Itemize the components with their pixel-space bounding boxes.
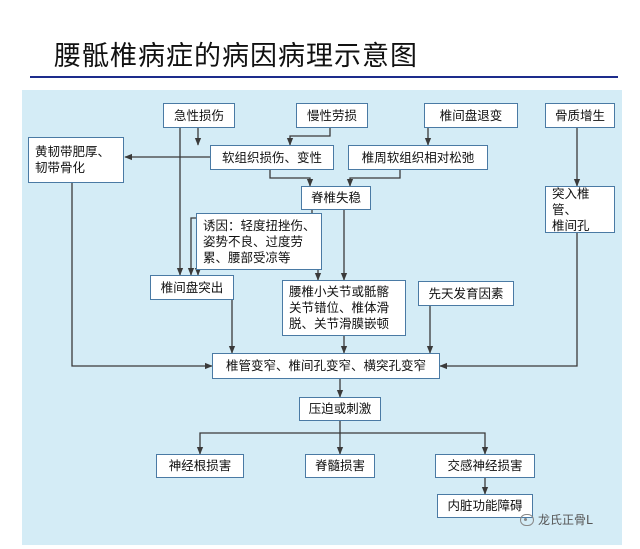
arrow-protrude-to-stenosis [439, 233, 578, 370]
box-inducement: 诱因：轻度扭挫伤、 姿势不良、过度劳 累、腰部受凉等 [196, 213, 322, 270]
box-visceral: 内脏功能障碍 [437, 494, 533, 518]
wechat-icon [520, 513, 534, 526]
box-spinal-cord: 脊髓损害 [305, 454, 375, 478]
box-disc-degeneration: 椎间盘退变 [424, 103, 518, 128]
box-protrude-canal: 突入椎管、 椎间孔 [545, 186, 615, 233]
box-ligament: 黄韧带肥厚、 韧带骨化 [28, 137, 124, 183]
box-acute-injury: 急性损伤 [163, 103, 235, 128]
title-divider [30, 76, 618, 78]
diagram-title: 腰骶椎病症的病因病理示意图 [54, 41, 418, 72]
box-chronic-strain: 慢性劳损 [296, 103, 368, 128]
arrow-ligament-to-stenosis [71, 183, 213, 370]
box-spinal-instability: 脊椎失稳 [301, 186, 371, 210]
arrow-to-symp [340, 432, 489, 455]
watermark: 龙氏正骨L [520, 511, 593, 528]
arrow-soft-to-unstable [269, 170, 314, 187]
arrow-chronic-to-soft [286, 128, 331, 146]
box-sympathetic: 交感神经损害 [435, 454, 535, 478]
box-disc-herniation: 椎间盘突出 [150, 275, 234, 300]
arrow-to-root [196, 432, 340, 455]
box-bone-hyperplasia: 骨质增生 [545, 103, 615, 128]
box-compression: 压迫或刺激 [299, 397, 381, 421]
box-soft-tissue-injury: 软组织损伤、变性 [210, 145, 334, 170]
box-facet-disorder: 腰椎小关节或骶髂 关节错位、椎体滑 脱、关节滑膜嵌顿 [282, 280, 406, 336]
box-nerve-root: 神经根损害 [156, 454, 244, 478]
arrow-para-to-unstable [346, 170, 401, 187]
box-paravertebral-laxity: 椎周软组织相对松弛 [348, 145, 488, 170]
watermark-text: 龙氏正骨L [538, 513, 593, 527]
box-stenosis: 椎管变窄、椎间孔变窄、横突孔变窄 [212, 353, 440, 379]
box-congenital: 先天发育因素 [418, 281, 514, 306]
